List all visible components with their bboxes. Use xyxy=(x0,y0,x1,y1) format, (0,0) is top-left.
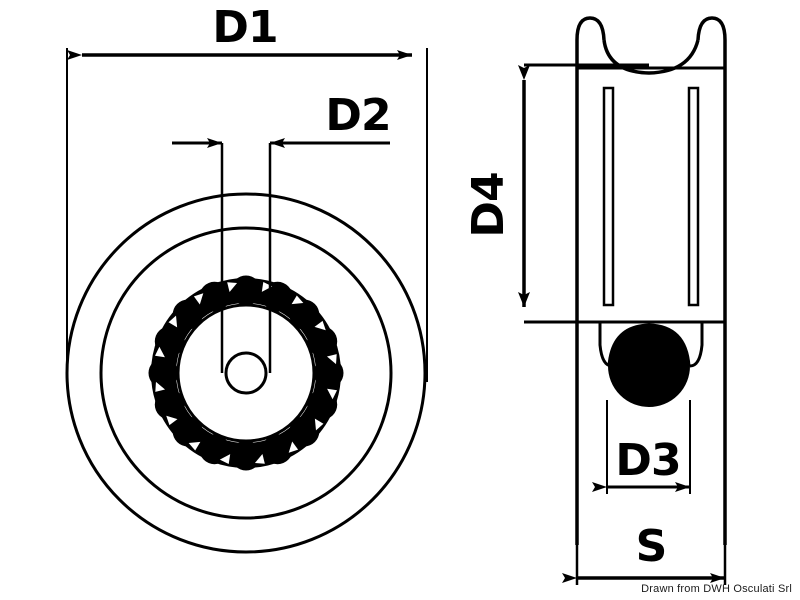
hub-center-hole xyxy=(224,351,268,395)
d2-label: D2 xyxy=(325,90,390,141)
dimension-d3: D3 xyxy=(592,435,690,492)
drawing-credit: Drawn from DWH Osculati Srl xyxy=(641,583,792,595)
dimension-d1: D1 xyxy=(67,2,412,60)
lower-groove-wall-right xyxy=(689,322,704,368)
bearing-cage-gaps xyxy=(155,282,337,464)
rope-groove-profile xyxy=(602,39,700,75)
sheave-rim-circle xyxy=(99,226,393,520)
d3-label: D3 xyxy=(615,435,680,486)
front-view-group xyxy=(65,48,428,554)
dimension-d4: D4 xyxy=(463,65,530,307)
d1-label: D1 xyxy=(212,2,277,53)
section-left-flange xyxy=(575,16,606,545)
bearing-inner-race-circle xyxy=(176,303,316,443)
section-right-flange xyxy=(696,16,727,545)
dimension-d2: D2 xyxy=(172,90,392,148)
rope-seat-arc xyxy=(607,323,691,367)
s-label: S xyxy=(636,521,667,572)
d4-label: D4 xyxy=(463,172,514,237)
dimension-s: S xyxy=(562,521,725,583)
ball-bearing-elements xyxy=(148,275,344,471)
bearing-race-slot-left xyxy=(602,86,615,307)
rope-cross-section xyxy=(608,325,690,407)
section-view-group xyxy=(524,16,727,585)
bearing-race-slot-right xyxy=(687,86,700,307)
